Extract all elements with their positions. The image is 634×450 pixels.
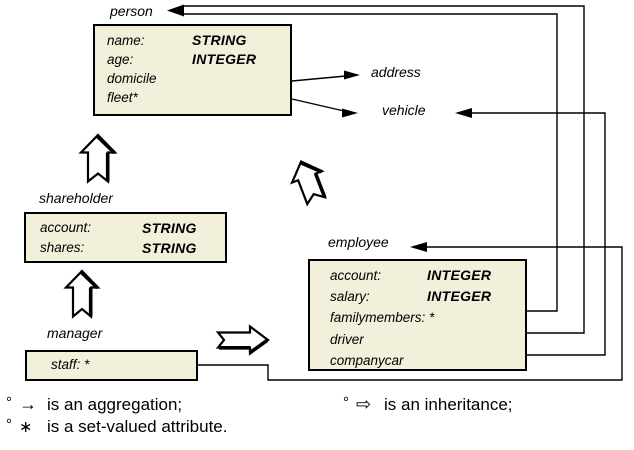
attribute-type: INTEGER [427,288,492,305]
entity-label-shareholder: shareholder [39,190,113,206]
asterisk-icon: ∗ [19,419,33,436]
thin-right-arrow-icon: → [19,394,37,414]
attribute-type: STRING [142,220,197,236]
inheritance-arrow-manager-employee-accent [219,339,269,355]
person-arrowhead-icon [167,4,184,17]
hollow-right-arrow-icon: ⇨ [356,394,372,414]
attribute-type: STRING [192,32,247,48]
attribute-name: companycar [330,352,404,368]
aggregation-line-person-to-address [291,75,347,82]
attribute-row: staff: * [51,355,196,375]
entity-box-employee: account: INTEGER salary: INTEGER familym… [308,259,527,371]
aggregation-line-staff-to-employee [198,246,623,381]
entity-box-person: name: STRING age: INTEGER domicile fleet… [93,24,292,116]
aggregation-line-driver-to-person [183,5,585,334]
aggregation-line-person-to-vehicle [291,98,345,112]
ring-bullet-icon: ° [343,394,349,411]
attribute-name: name: [107,33,145,48]
attribute-name: fleet* [107,90,138,105]
entity-box-shareholder: account: STRING shares: STRING [24,212,227,263]
vehicle-arrowhead-icon [455,108,472,118]
attribute-row: driver [330,329,525,350]
attribute-type: INTEGER [427,267,492,283]
inheritance-arrow-manager-to-shareholder-icon [63,269,101,319]
attribute-name: staff: * [51,357,90,372]
attribute-row: domicile [107,69,290,88]
attribute-row: companycar [330,350,525,371]
attribute-row: account: INTEGER [330,265,525,286]
inheritance-arrow-shareholder-to-person-icon [78,133,118,184]
attribute-name: account: [330,268,382,283]
entity-label-employee: employee [328,234,389,250]
aggregation-line-familymembers-to-person [183,13,558,312]
aggregation-line-companycar-to-vehicle [461,112,606,356]
ring-bullet-icon: ° [6,416,12,433]
attribute-name: domicile [107,71,157,86]
attribute-name: account: [40,220,92,235]
inheritance-arrow-shareholder-accent [95,134,116,182]
attribute-row: fleet* [107,88,290,107]
attribute-name: familymembers: * [330,310,435,326]
legend-text: is a set-valued attribute. [47,417,228,436]
attribute-type: INTEGER [192,51,257,67]
inheritance-arrow-manager-accent [79,270,99,317]
attribute-name: age: [107,52,134,67]
entity-box-manager: staff: * [25,350,198,381]
entity-label-person: person [110,3,153,19]
legend-item-aggregation: ° → is an aggregation; [6,394,182,415]
inheritance-arrow-employee-to-person-icon [290,159,327,207]
floating-label-address: address [371,64,421,80]
legend-text: is an aggregation; [47,395,183,414]
employee-arrowhead-icon [410,242,427,252]
attribute-row: name: STRING [107,31,290,50]
attribute-row: age: INTEGER [107,50,290,69]
attribute-name: salary: [330,289,370,305]
vehicle2-arrowhead-icon [342,108,358,118]
legend-item-set-valued: ° ∗ is a set-valued attribute. [6,416,228,437]
entity-label-manager: manager [47,325,103,341]
attribute-type: STRING [142,240,197,256]
attribute-name: driver [330,331,364,347]
attribute-row: shares: STRING [40,238,225,258]
attribute-name: shares: [40,240,85,255]
attribute-row: account: STRING [40,218,225,238]
floating-label-vehicle: vehicle [382,102,426,118]
attribute-row: familymembers: * [330,307,525,328]
legend-text: is an inheritance; [384,395,513,414]
address-arrowhead-icon [344,70,360,80]
ring-bullet-icon: ° [6,394,12,411]
attribute-row: salary: INTEGER [330,286,525,307]
legend-item-inheritance: ° ⇨ is an inheritance; [343,394,513,415]
